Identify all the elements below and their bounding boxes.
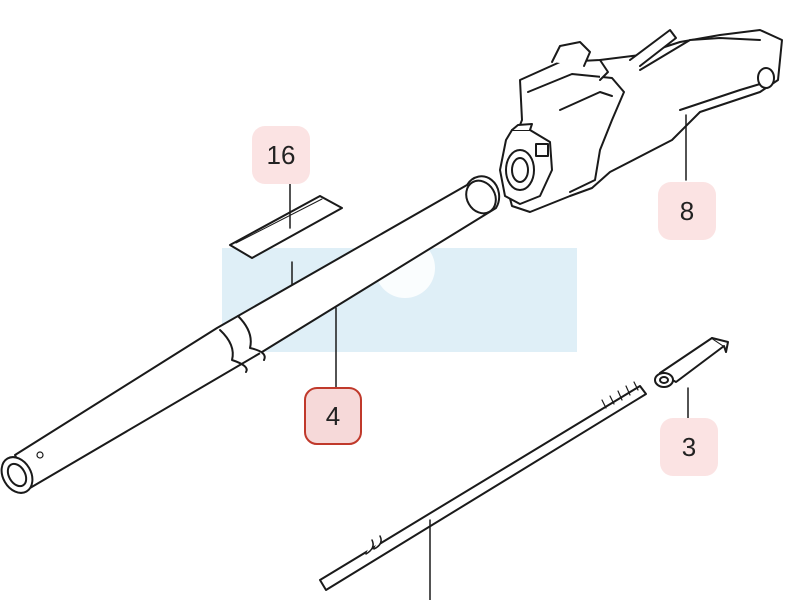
callout-3-label: 3 xyxy=(681,431,697,462)
callout-3[interactable]: 3 xyxy=(660,418,718,476)
callout-4[interactable]: 4 xyxy=(304,387,362,445)
callout-4-label: 4 xyxy=(325,400,341,431)
coupling-part-3 xyxy=(654,337,729,388)
callout-8[interactable]: 8 xyxy=(658,182,716,240)
handle-housing-part-8 xyxy=(499,29,783,213)
drive-rod xyxy=(319,381,647,591)
shaft-tube-part-4 xyxy=(0,175,501,494)
callout-8-label: 8 xyxy=(679,195,695,226)
callout-16[interactable]: 16 xyxy=(252,126,310,184)
callout-16-label: 16 xyxy=(266,139,296,170)
